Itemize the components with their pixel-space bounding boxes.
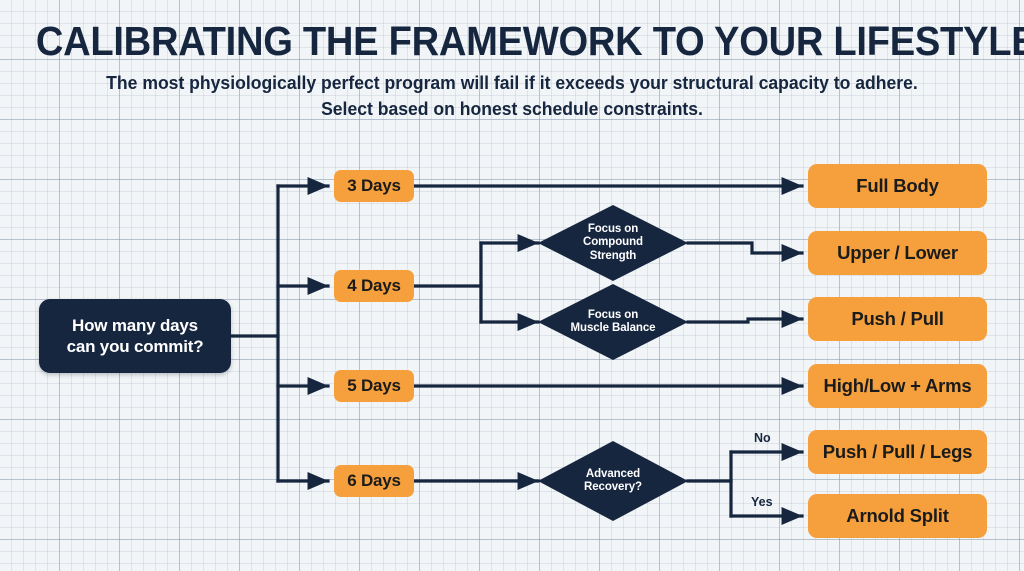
outcome-node-arnold-split[interactable]: Arnold Split (808, 494, 987, 538)
branch-label-5-days: 5 Days (347, 376, 401, 395)
root-question-text: How many days can you commit? (67, 315, 204, 357)
branch-label-6-days: 6 Days (347, 471, 401, 490)
branch-node-6-days[interactable]: 6 Days (334, 465, 414, 497)
outcome-label-upper-lower: Upper / Lower (837, 242, 958, 263)
outcome-label-push-pull: Push / Pull (851, 308, 944, 329)
wire-balance-to-pushpull (686, 310, 804, 328)
outcome-label-full-body: Full Body (856, 175, 939, 196)
header: CALIBRATING THE FRAMEWORK TO YOUR LIFEST… (0, 0, 1024, 122)
decision-line-3: Strength (589, 249, 637, 262)
outcome-node-upper-lower[interactable]: Upper / Lower (808, 231, 987, 275)
outcome-node-full-body[interactable]: Full Body (808, 164, 987, 208)
outcome-node-high-low-arms[interactable]: High/Low + Arms (808, 364, 987, 408)
branch-node-4-days[interactable]: 4 Days (334, 270, 414, 302)
edge-label-no: No (754, 431, 771, 445)
branch-label-4-days: 4 Days (347, 276, 401, 295)
decision-line-2: Compound (583, 236, 643, 249)
outcome-label-high-low-arms: High/Low + Arms (823, 375, 972, 396)
decision-line-2: Recovery? (584, 481, 642, 493)
root-question-line-2: can you commit? (66, 337, 204, 356)
decision-node-muscle-balance[interactable]: Focus on Muscle Balance (538, 284, 688, 360)
subtitle-line-1: The most physiologically perfect program… (106, 72, 918, 93)
decision-line-1: Focus on (587, 222, 639, 235)
decision-line-1: Focus on (587, 308, 639, 321)
subtitle: The most physiologically perfect program… (0, 70, 1024, 122)
page-title: CALIBRATING THE FRAMEWORK TO YOUR LIFEST… (35, 18, 1024, 64)
decision-line-1: Advanced (585, 467, 641, 480)
decision-line-2: Muscle Balance (570, 322, 656, 334)
decision-node-compound-strength[interactable]: Focus on Compound Strength (538, 205, 688, 281)
outcome-node-push-pull[interactable]: Push / Pull (808, 297, 987, 341)
decision-label-muscle-balance: Focus on Muscle Balance (563, 309, 664, 336)
root-question-line-1: How many days (72, 316, 198, 335)
outcome-label-push-pull-legs: Push / Pull / Legs (822, 441, 973, 462)
branch-node-3-days[interactable]: 3 Days (334, 170, 414, 202)
edge-label-yes: Yes (751, 495, 773, 509)
decision-label-compound-strength: Focus on Compound Strength (575, 223, 651, 264)
outcome-label-arnold-split: Arnold Split (846, 505, 949, 526)
root-question-node[interactable]: How many days can you commit? (39, 299, 231, 373)
outcome-node-push-pull-legs[interactable]: Push / Pull / Legs (808, 430, 987, 474)
decision-node-advanced-recovery[interactable]: Advanced Recovery? (538, 441, 688, 521)
decision-label-advanced-recovery: Advanced Recovery? (576, 468, 650, 495)
branch-node-5-days[interactable]: 5 Days (334, 370, 414, 402)
wire-compound-to-upperlower (686, 241, 804, 262)
branch-label-3-days: 3 Days (347, 176, 401, 195)
subtitle-line-2: Select based on honest schedule constrai… (321, 98, 703, 119)
